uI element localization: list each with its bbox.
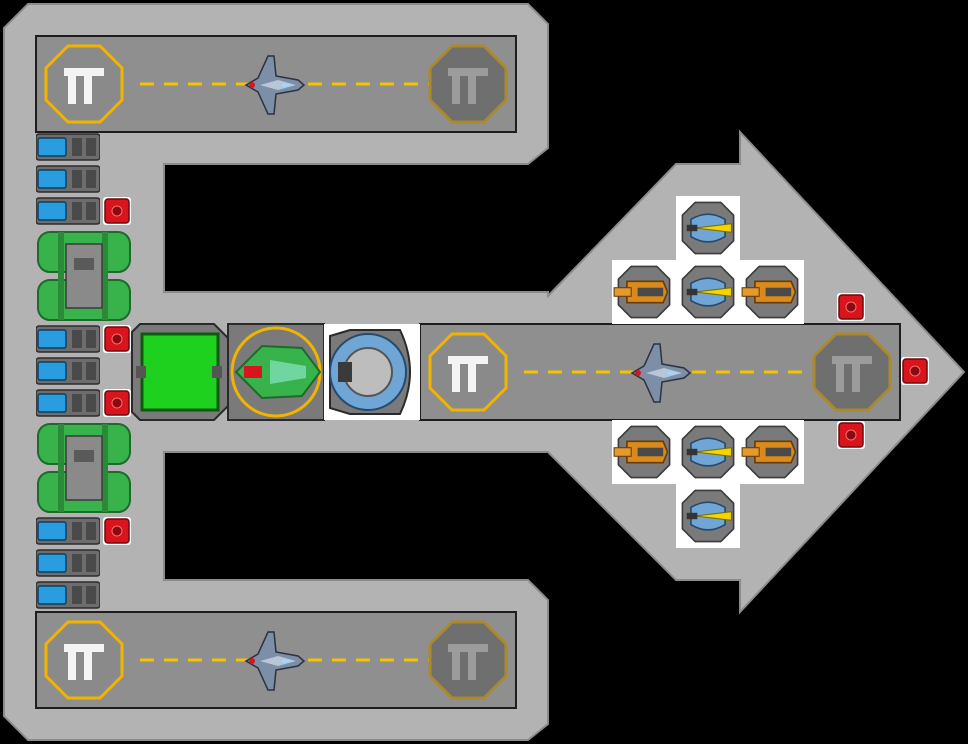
launch-pad-icon[interactable]: [44, 620, 124, 700]
landing-pad-icon[interactable]: [428, 620, 508, 700]
point-defense-icon[interactable]: [900, 356, 930, 386]
laser-turret-icon[interactable]: [676, 260, 740, 324]
battery-cell-icon[interactable]: [36, 581, 100, 609]
point-defense-icon[interactable]: [102, 388, 132, 418]
battery-cell-icon[interactable]: [36, 325, 100, 353]
battery-cell-icon[interactable]: [36, 549, 100, 577]
point-defense-icon[interactable]: [102, 516, 132, 546]
cannon-turret-icon[interactable]: [740, 260, 804, 324]
laser-turret-icon[interactable]: [676, 484, 740, 548]
battery-column: [36, 133, 100, 609]
battery-cell-icon[interactable]: [36, 133, 100, 161]
shield-generator-module[interactable]: [324, 324, 420, 420]
battery-cell-icon[interactable]: [36, 165, 100, 193]
battery-cell-icon[interactable]: [36, 389, 100, 417]
reactor-module[interactable]: [131, 323, 229, 421]
cannon-turret-icon[interactable]: [612, 420, 676, 484]
landing-pad-icon[interactable]: [428, 44, 508, 124]
point-defense-icon[interactable]: [102, 324, 132, 354]
point-defense-icon[interactable]: [836, 420, 866, 450]
center-launch-runway: [419, 323, 901, 421]
cannon-turret-icon[interactable]: [740, 420, 804, 484]
landing-pad-icon[interactable]: [812, 332, 892, 412]
battery-cell-icon[interactable]: [36, 357, 100, 385]
cannon-turret-icon[interactable]: [612, 260, 676, 324]
launch-pad-icon[interactable]: [428, 332, 508, 412]
laser-turret-icon[interactable]: [676, 420, 740, 484]
point-defense-icon[interactable]: [836, 292, 866, 322]
battery-cell-icon[interactable]: [36, 197, 100, 225]
laser-turret-icon[interactable]: [676, 196, 740, 260]
point-defense-icon[interactable]: [102, 196, 132, 226]
bottom-hangar-runway: [35, 611, 517, 709]
battery-cell-icon[interactable]: [36, 517, 100, 545]
command-bridge-module[interactable]: [227, 323, 325, 421]
top-hangar-runway: [35, 35, 517, 133]
launch-pad-icon[interactable]: [44, 44, 124, 124]
